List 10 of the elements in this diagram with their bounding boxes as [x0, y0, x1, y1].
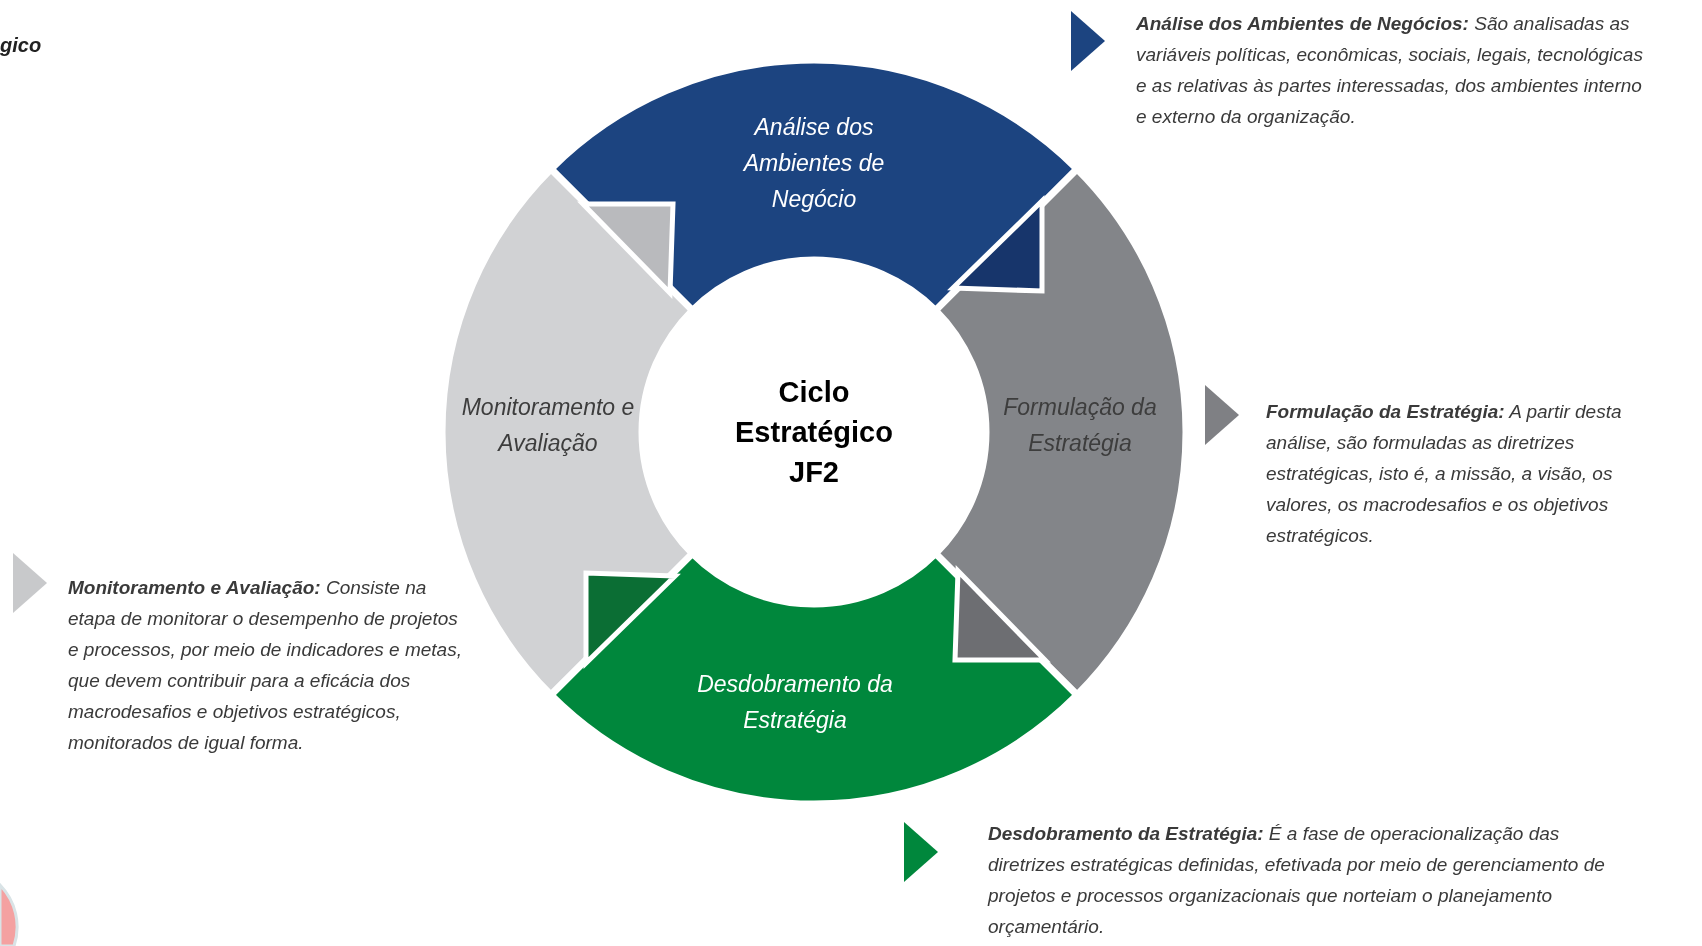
description-text: Desdobramento da Estratégia: É a fase de operacionalização das diretrizes estratégicas definidas, efetivada por meio de gerenciamento de projetos e processos organizacionais que norteiam o planejamento orçamentário. [988, 822, 1606, 939]
center-title: Ciclo Estratégico JF2 [734, 375, 894, 490]
segment-label: Análise dos Ambientes de Negócio [729, 109, 899, 217]
segment-label: Formulação da Estratégia [1000, 389, 1160, 461]
cropped-heading: gico [0, 33, 42, 58]
segment-label: Monitoramento e Avaliação [453, 389, 643, 461]
description-text: Análise dos Ambientes de Negócios: São analisadas as variáveis políticas, econômicas, sociais, legais, tecnológicas e as relativas às partes interessadas, dos ambientes interno e externo da organização. [1136, 12, 1644, 129]
description-text: Monitoramento e Avaliação: Consiste na etapa de monitorar o desempenho de projetos e processos, por meio de indicadores e metas, que devem contribuir para a eficácia dos macrodesafios e objetivos estratégicos, monitorados de igual forma. [68, 576, 463, 755]
segment-label: Desdobramento da Estratégia [695, 666, 895, 738]
description-text: Formulação da Estratégia: A partir desta análise, são formuladas as diretrizes estratégicas, isto é, a missão, a visão, os valores, os macrodesafios e os objetivos estratégicos. [1266, 400, 1623, 548]
